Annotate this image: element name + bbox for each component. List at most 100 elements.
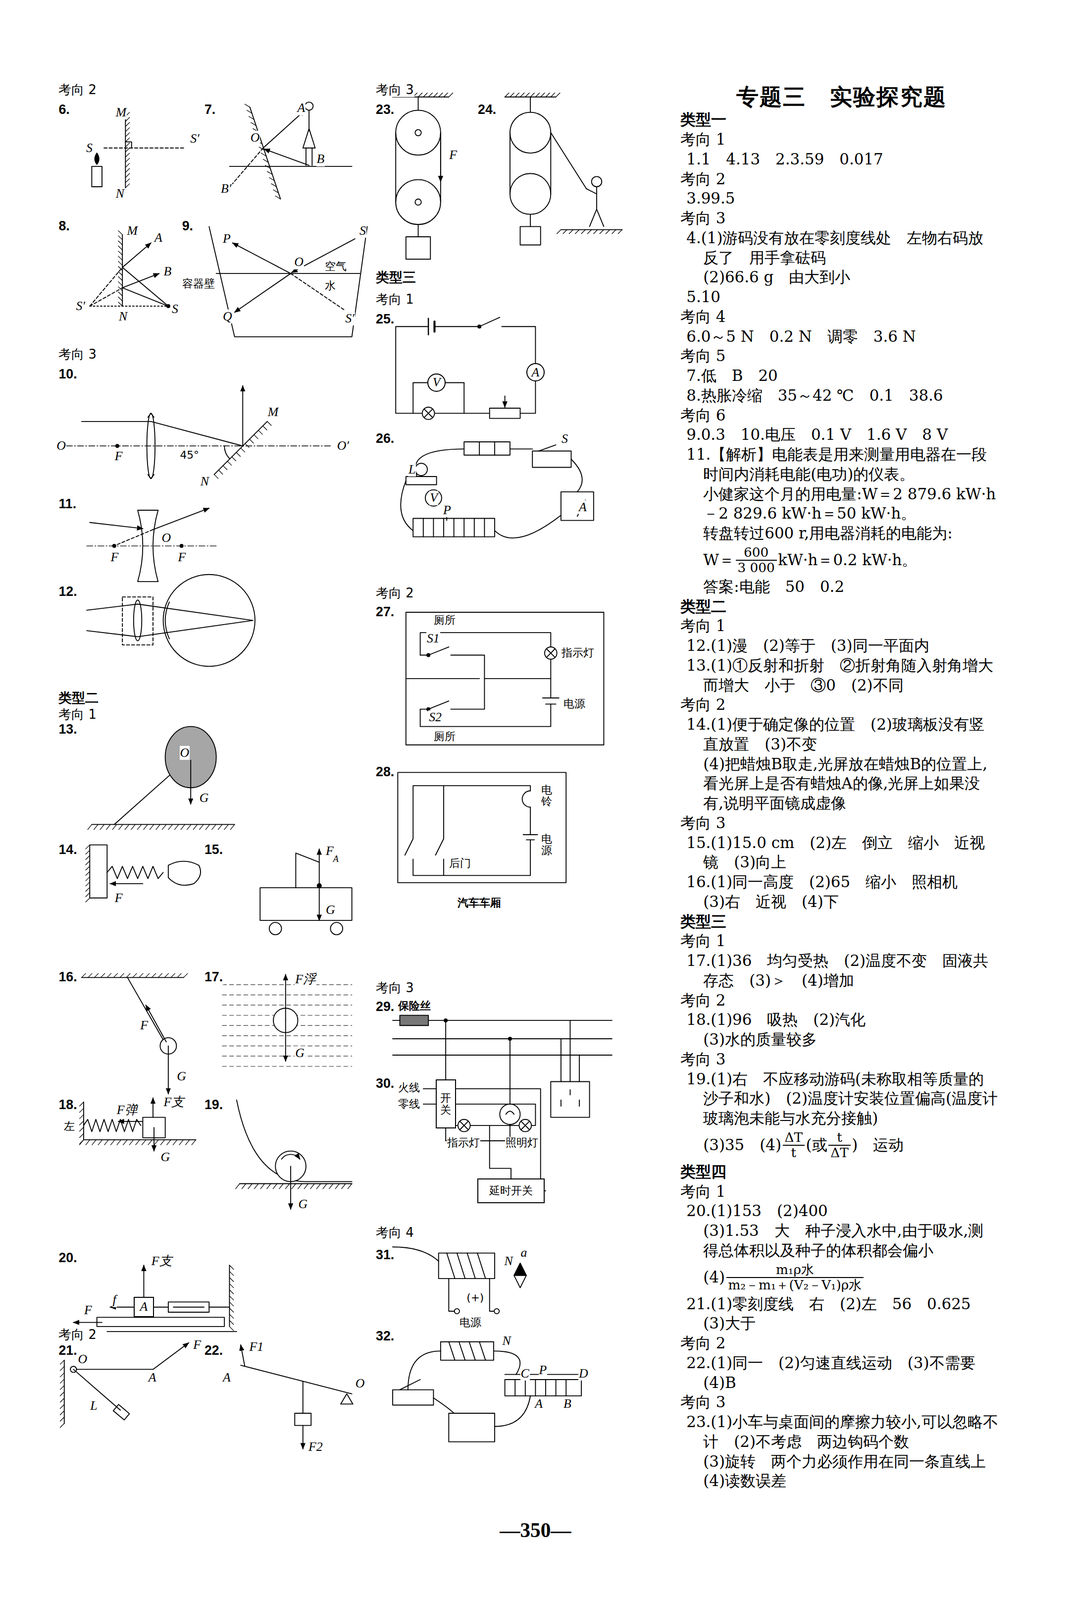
hatch-line — [154, 1139, 159, 1145]
hatch-line — [79, 1120, 84, 1125]
drawing-stroke — [395, 132, 441, 203]
point-label: G — [325, 902, 336, 917]
drawing-stroke — [477, 324, 481, 328]
point-label: O′ — [336, 438, 350, 453]
drawing-stroke — [395, 110, 441, 156]
component-box: 延时开关 — [477, 1177, 545, 1203]
drawing-stroke — [81, 421, 243, 446]
drawing-stroke — [448, 1341, 486, 1360]
answer-item: 6.0～5 N 0.2 N 调零 3.6 N — [680, 326, 999, 347]
drawing-stroke — [414, 462, 428, 476]
drawing-stroke — [97, 1316, 225, 1327]
drawing-stroke — [263, 149, 309, 166]
section-label: 考向 3 — [375, 980, 415, 995]
hatch-line — [106, 972, 111, 977]
drawing-stroke — [109, 882, 143, 884]
drawing-stroke — [414, 199, 421, 205]
answer-line: (2)66.6 g 由大到小 — [680, 267, 999, 288]
hatch-line — [92, 1139, 97, 1145]
figure-number: 28. — [375, 765, 395, 780]
text-label: 厕所 — [433, 613, 457, 626]
answer-line: 答案:电能 50 0.2 — [680, 576, 999, 597]
node-text: A — [140, 1299, 149, 1314]
drawing-stroke — [561, 229, 623, 231]
section-label: 考向 2 — [680, 990, 999, 1011]
drawing-stroke — [425, 489, 442, 507]
text-label: 左 — [63, 1120, 76, 1132]
figure-number: 29. — [375, 999, 395, 1014]
hatch-line — [151, 972, 156, 977]
hatch-line — [143, 823, 148, 829]
drawing-stroke — [506, 1110, 514, 1114]
drawing-stroke — [60, 93, 623, 1449]
hatch-line — [199, 823, 204, 829]
hatch-line — [291, 1182, 296, 1188]
figure-number: 25. — [375, 311, 395, 327]
section-label: 考向 6 — [680, 405, 999, 426]
hatch-line — [587, 229, 592, 234]
hatch-line — [118, 255, 123, 260]
component-box: A — [133, 1296, 154, 1317]
hatch-line — [310, 1182, 315, 1188]
drawing-stroke — [484, 677, 551, 679]
hatch-line — [162, 823, 167, 829]
answer-item: 14.(1)便于确定像的位置 (2)玻璃板没有竖直放置 (3)不变 — [680, 714, 999, 755]
hatch-line — [168, 823, 173, 829]
figure-number: 16. — [57, 970, 78, 985]
type-heading: 类型二 — [57, 690, 100, 705]
hatch-line — [118, 260, 123, 265]
hatch-line — [254, 1182, 259, 1188]
drawing-stroke — [479, 317, 500, 327]
drawing-stroke — [148, 412, 154, 479]
hatch-line — [428, 93, 433, 98]
drawing-stroke — [190, 760, 192, 805]
point-label: O — [55, 438, 67, 453]
hatch-line — [160, 1139, 165, 1145]
drawing-stroke — [302, 1425, 304, 1449]
point-label: Q — [222, 308, 233, 323]
hatch-line — [557, 229, 562, 234]
hatch-line — [88, 972, 93, 977]
drawing-stroke — [505, 1379, 582, 1396]
hatch-line — [60, 1384, 65, 1389]
hatch-line — [322, 1182, 327, 1188]
hatch-line — [617, 229, 622, 234]
drawing-stroke — [208, 226, 367, 337]
hatch-line — [60, 1372, 65, 1377]
drawing-stroke — [290, 273, 345, 310]
hatch-line — [229, 1289, 234, 1294]
point-label: D — [578, 1365, 589, 1380]
point-label: S — [171, 302, 179, 316]
point-label: G — [176, 1069, 187, 1083]
drawing-stroke — [399, 1015, 429, 1026]
drawing-stroke — [542, 659, 560, 705]
hatch-line — [520, 93, 525, 98]
point-label: F — [192, 1337, 202, 1352]
drawing-stroke — [91, 823, 235, 825]
hatch-line — [593, 229, 598, 234]
drawing-stroke — [318, 848, 320, 886]
hatch-line — [100, 972, 105, 977]
answer-item: 1.1 4.13 2.3.59 0.017 — [680, 149, 999, 170]
hatch-line — [236, 452, 241, 457]
hatch-line — [118, 271, 123, 276]
hatch-line — [568, 229, 573, 234]
hatch-line — [100, 823, 104, 829]
drawing-stroke — [317, 883, 322, 888]
hatch-line — [79, 1139, 84, 1145]
drawing-stroke — [318, 885, 320, 921]
hatch-line — [112, 823, 117, 829]
drawing-stroke — [591, 176, 603, 187]
point-label: S′ — [75, 299, 86, 313]
drawing-stroke — [180, 544, 184, 548]
hatch-line — [60, 1366, 65, 1371]
point-label: F浮 — [294, 971, 317, 986]
point-label: G — [159, 1149, 171, 1164]
hatch-line — [124, 823, 129, 829]
point-label: F支 — [151, 1253, 173, 1268]
drawing-stroke — [440, 132, 442, 182]
drawing-stroke — [242, 385, 244, 447]
type-heading: 类型三 — [680, 911, 999, 932]
point-label: f — [112, 1292, 117, 1307]
drawing-stroke — [433, 321, 436, 332]
